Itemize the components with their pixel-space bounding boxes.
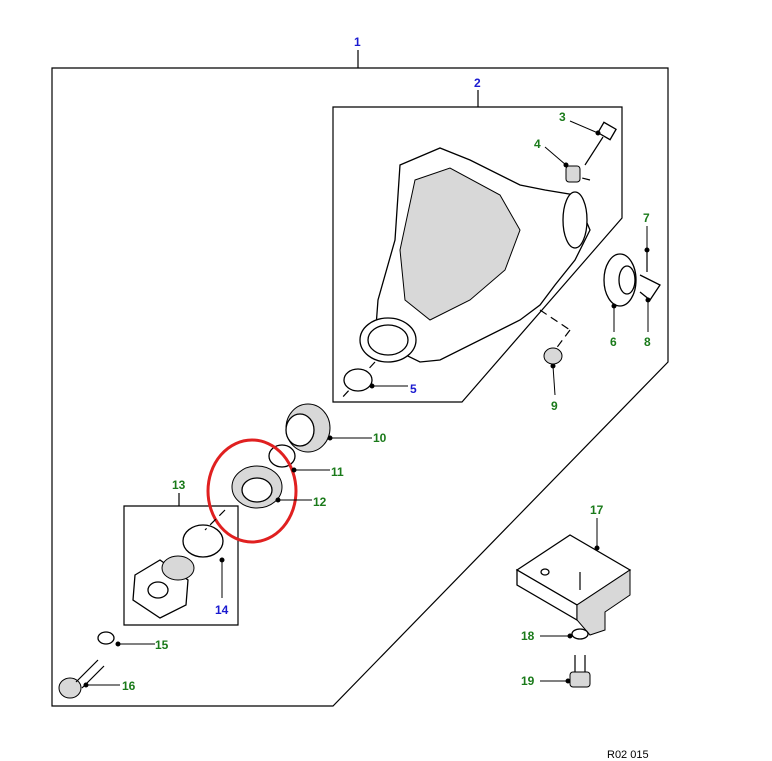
callout-16: 16: [122, 679, 136, 693]
highlight-circle: [206, 438, 298, 544]
washer-18: [571, 628, 589, 640]
tone-ring-6: [603, 253, 637, 307]
differential-housing: [339, 147, 591, 401]
callout-11: 11: [331, 465, 344, 479]
callout-9: 9: [551, 399, 558, 413]
assembly-frame-13: [123, 493, 239, 626]
washer-15: [97, 631, 115, 645]
leader-lines: [83, 120, 651, 688]
flange-13: [132, 555, 195, 619]
callout-15: 15: [155, 638, 169, 652]
shim-11: [268, 444, 296, 468]
bolt-16: [58, 659, 105, 699]
assembly-frame-1: [51, 50, 669, 707]
callout-4: 4: [534, 137, 541, 151]
callout-2: 2: [474, 76, 481, 90]
callout-14: 14: [215, 603, 229, 617]
bracket-8: [639, 274, 661, 301]
o-ring-5: [343, 368, 373, 392]
callout-7: 7: [643, 211, 650, 225]
callout-6: 6: [610, 335, 617, 349]
o-ring-14: [182, 524, 224, 558]
seal-12: [231, 465, 283, 509]
bearing-10: [285, 403, 331, 453]
mounting-bracket-17: [515, 534, 632, 636]
callout-17: 17: [590, 503, 604, 517]
assembly-frame-2: [332, 90, 623, 403]
drawing-reference: R02 015: [607, 749, 649, 761]
callout-10: 10: [373, 431, 387, 445]
spacer-4: [565, 165, 581, 183]
callout-19: 19: [521, 674, 535, 688]
callout-8: 8: [644, 335, 651, 349]
nut-9: [543, 347, 563, 365]
callout-5: 5: [410, 382, 417, 396]
callout-13: 13: [172, 478, 186, 492]
callout-1: 1: [354, 35, 361, 49]
callout-18: 18: [521, 629, 535, 643]
callout-3: 3: [559, 110, 566, 124]
bolt-19: [569, 655, 591, 688]
callout-12: 12: [313, 495, 327, 509]
bolt-3: [584, 121, 617, 166]
